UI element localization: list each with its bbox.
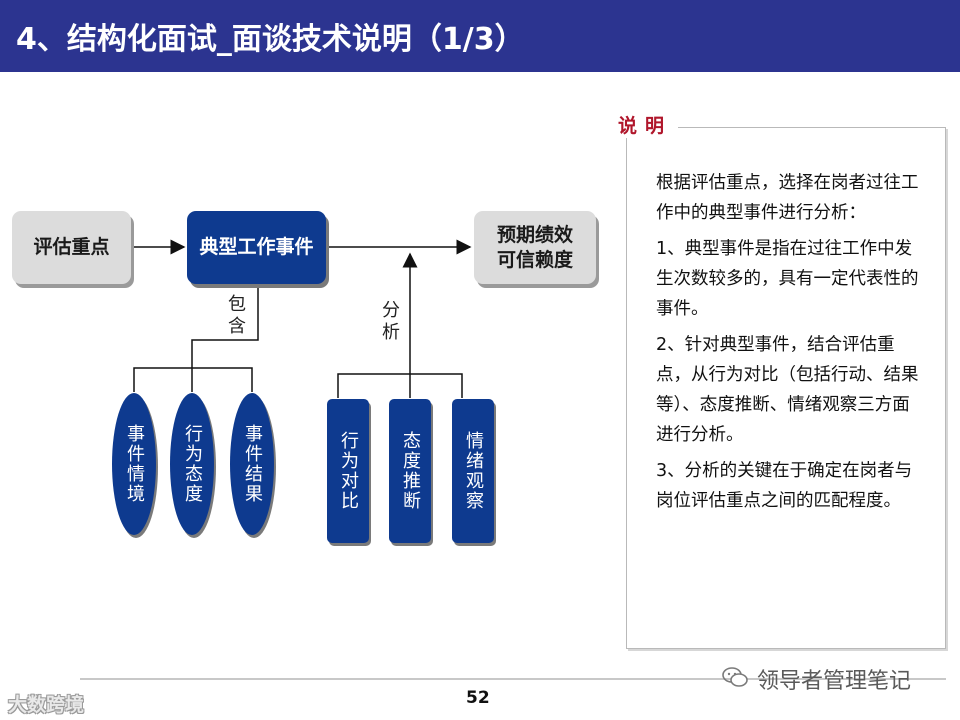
oval-behavior-attitude-label: 行为态度 [182, 424, 203, 504]
box-expected-performance-label: 预期绩效可信赖度 [496, 223, 573, 271]
rect-behavior-comparison-label: 行为对比 [338, 431, 359, 511]
explanation-panel [626, 127, 946, 649]
watermark-right-text: 领导者管理笔记 [757, 669, 912, 694]
page-number: 52 [466, 688, 490, 708]
oval-bracket [133, 367, 253, 392]
box-evaluation-focus-label: 评估重点 [33, 236, 110, 258]
title-bar: 4、结构化面试_面谈技术说明（1/3） [0, 0, 960, 72]
rect-emotion-observation-label: 情绪观察 [463, 431, 484, 511]
explanation-heading: 说明 [612, 111, 679, 138]
box-evaluation-focus: 评估重点 [12, 211, 131, 284]
explanation-paragraph: 根据评估重点，选择在岗者过往工作中的典型事件进行分析： [656, 173, 919, 223]
box-expected-performance: 预期绩效可信赖度 [474, 211, 596, 284]
rect-attitude-inference-label: 态度推断 [400, 431, 421, 511]
wechat-icon [720, 666, 750, 694]
box-typical-event: 典型工作事件 [187, 211, 326, 284]
footer-divider [80, 678, 946, 680]
rect-emotion-observation: 情绪观察 [452, 399, 494, 543]
rect-attitude-inference: 态度推断 [389, 399, 431, 543]
label-analyze: 分析 [379, 300, 400, 344]
explanation-text: 根据评估重点，选择在岗者过往工作中的典型事件进行分析： 1、典型事件是指在过往工… [656, 168, 926, 522]
oval-behavior-attitude: 行为态度 [170, 393, 214, 535]
rect-behavior-comparison: 行为对比 [327, 399, 369, 543]
box-typical-event-label: 典型工作事件 [199, 236, 314, 258]
oval-event-result-label: 事件结果 [242, 424, 263, 504]
rect-bracket [337, 373, 463, 398]
label-contains: 包含 [225, 294, 246, 338]
watermark-right: 领导者管理笔记 [720, 663, 911, 695]
contains-connector [191, 287, 259, 368]
oval-event-situation-label: 事件情境 [124, 424, 145, 504]
page-title: 4、结构化面试_面谈技术说明（1/3） [16, 22, 525, 57]
oval-event-situation: 事件情境 [112, 393, 156, 535]
explanation-paragraph: 3、分析的关键在于确定在岗者与岗位评估重点之间的匹配程度。 [656, 461, 913, 511]
explanation-paragraph: 2、针对典型事件，结合评估重点，从行为对比（包括行动、结果等）、态度推断、情绪观… [656, 335, 919, 445]
explanation-paragraph: 1、典型事件是指在过往工作中发生次数较多的，具有一定代表性的事件。 [656, 239, 919, 319]
watermark-left: 大数跨境 [8, 694, 85, 716]
oval-event-result: 事件结果 [230, 393, 274, 535]
